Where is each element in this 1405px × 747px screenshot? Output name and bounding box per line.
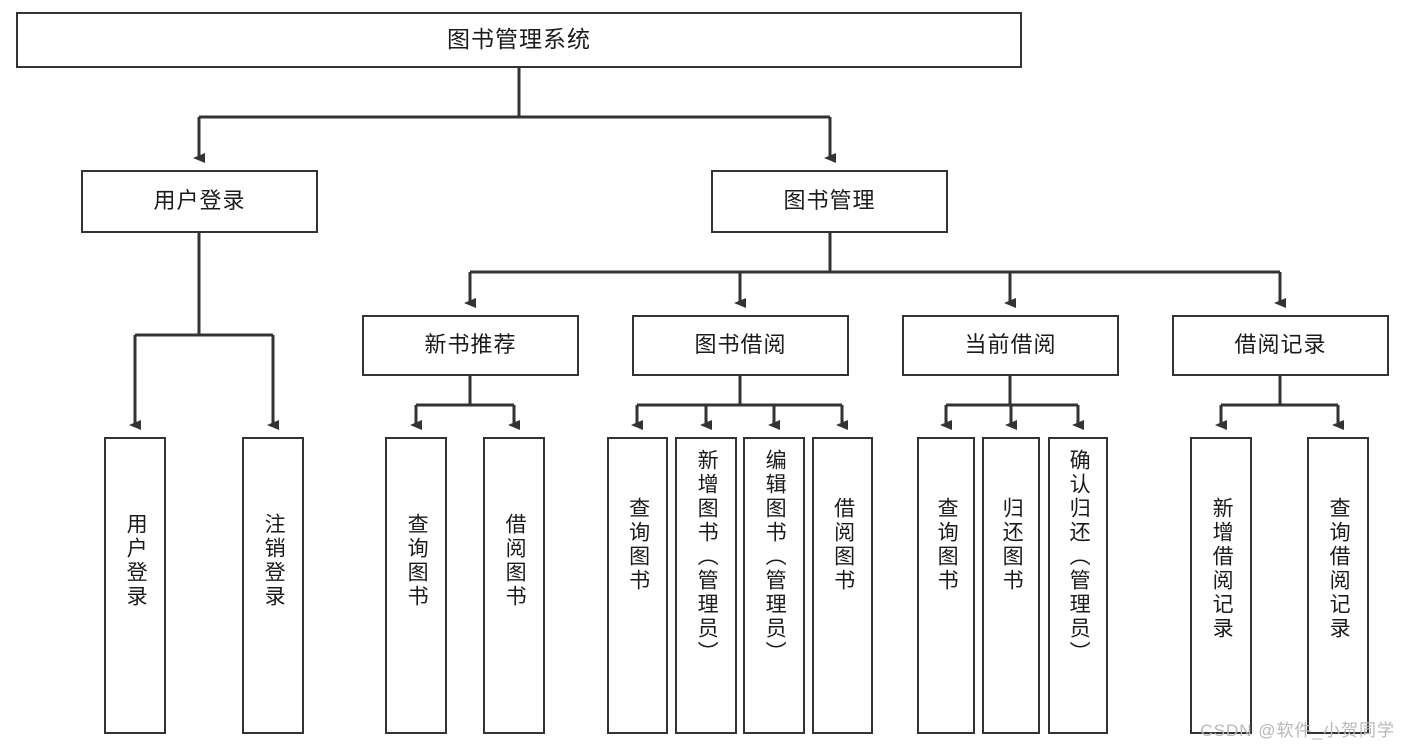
- node-root[interactable]: 图书管理系统: [16, 12, 1022, 68]
- node-leaf-logout-label: 注销登录: [262, 513, 286, 609]
- node-leaf-query-book-3-label: 查询图书: [935, 497, 959, 593]
- node-leaf-query-record-label: 查询借阅记录: [1327, 497, 1351, 641]
- node-leaf-user-login-label: 用户登录: [124, 513, 148, 609]
- node-leaf-add-book-label: 新增图书（管理员）: [695, 449, 719, 665]
- node-leaf-query-book-1-label: 查询图书: [405, 513, 429, 609]
- watermark: CSDN @软件_小贺同学: [1200, 721, 1395, 740]
- node-user-login[interactable]: 用户登录: [81, 170, 318, 233]
- node-leaf-logout[interactable]: 注销登录: [242, 437, 304, 734]
- node-leaf-borrow-book-2[interactable]: 借阅图书: [812, 437, 873, 734]
- node-leaf-user-login[interactable]: 用户登录: [104, 437, 166, 734]
- node-leaf-query-book-2-label: 查询图书: [626, 497, 650, 593]
- node-current-borrow[interactable]: 当前借阅: [902, 315, 1119, 376]
- node-leaf-query-book-2[interactable]: 查询图书: [607, 437, 668, 734]
- node-root-label: 图书管理系统: [447, 26, 591, 53]
- node-leaf-confirm-return-label: 确认归还（管理员）: [1067, 449, 1091, 665]
- node-borrow-record-label: 借阅记录: [1234, 332, 1327, 358]
- node-leaf-edit-book[interactable]: 编辑图书（管理员）: [743, 437, 805, 734]
- node-new-book-recommend[interactable]: 新书推荐: [362, 315, 579, 376]
- node-leaf-return-book-label: 归还图书: [1000, 497, 1024, 593]
- node-leaf-borrow-book-1-label: 借阅图书: [503, 513, 527, 609]
- node-current-borrow-label: 当前借阅: [964, 332, 1057, 358]
- node-leaf-add-book[interactable]: 新增图书（管理员）: [675, 437, 737, 734]
- node-leaf-return-book[interactable]: 归还图书: [982, 437, 1040, 734]
- node-book-borrow[interactable]: 图书借阅: [632, 315, 849, 376]
- node-borrow-record[interactable]: 借阅记录: [1172, 315, 1389, 376]
- node-new-book-recommend-label: 新书推荐: [424, 332, 517, 358]
- node-book-borrow-label: 图书借阅: [694, 332, 787, 358]
- node-leaf-query-book-3[interactable]: 查询图书: [917, 437, 975, 734]
- node-leaf-confirm-return[interactable]: 确认归还（管理员）: [1048, 437, 1108, 734]
- node-leaf-query-record[interactable]: 查询借阅记录: [1307, 437, 1369, 734]
- node-leaf-edit-book-label: 编辑图书（管理员）: [763, 449, 787, 665]
- node-leaf-query-book-1[interactable]: 查询图书: [385, 437, 447, 734]
- node-user-login-label: 用户登录: [153, 188, 246, 214]
- node-leaf-add-record-label: 新增借阅记录: [1210, 497, 1234, 641]
- node-leaf-borrow-book-1[interactable]: 借阅图书: [483, 437, 545, 734]
- node-leaf-add-record[interactable]: 新增借阅记录: [1190, 437, 1252, 734]
- node-leaf-borrow-book-2-label: 借阅图书: [831, 497, 855, 593]
- node-book-manage-label: 图书管理: [783, 188, 876, 214]
- node-book-manage[interactable]: 图书管理: [711, 170, 948, 233]
